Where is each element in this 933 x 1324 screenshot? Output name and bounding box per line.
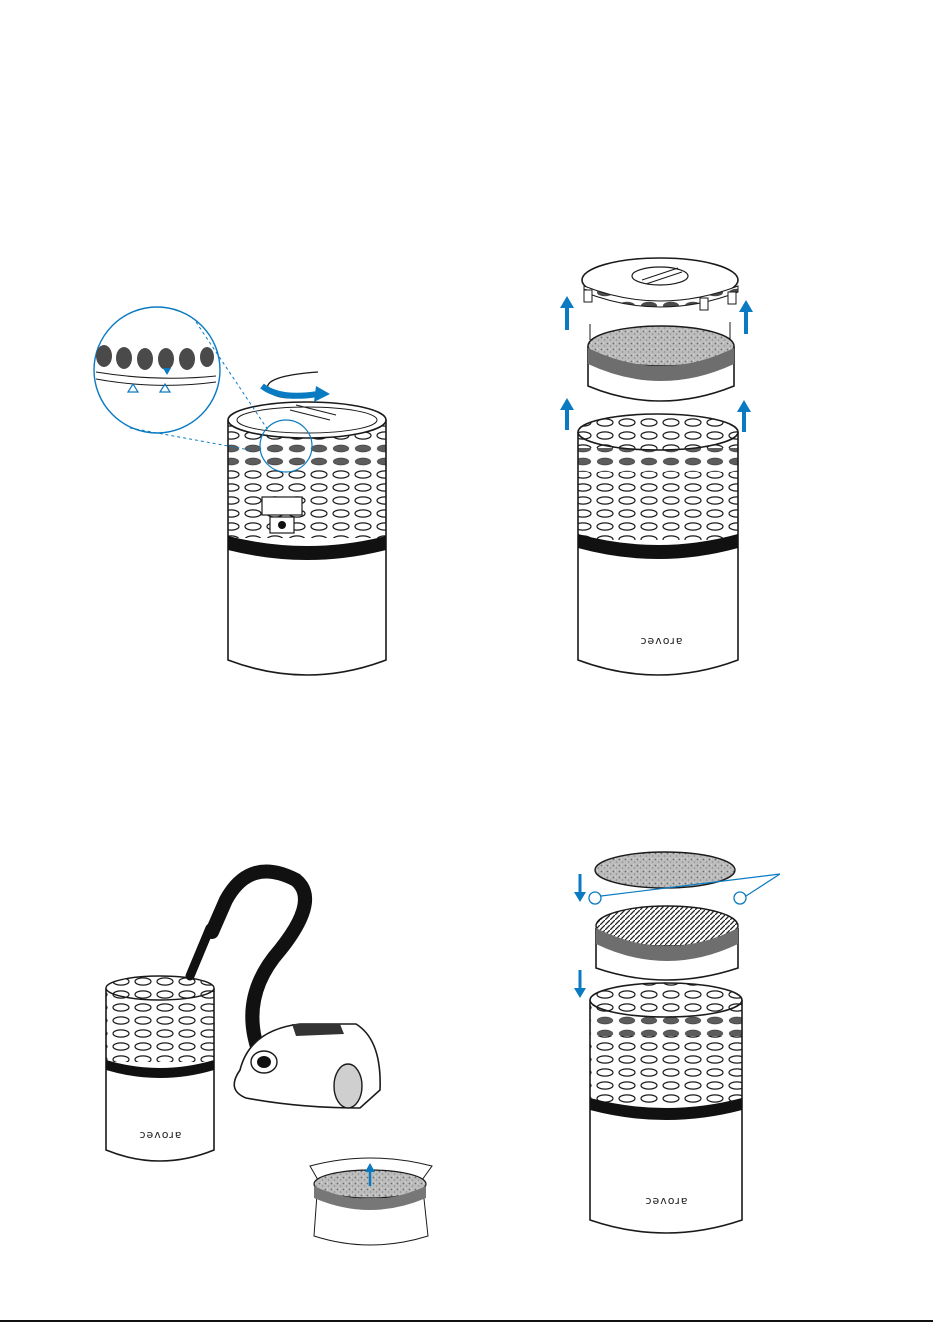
up-arrow-icon	[560, 398, 574, 430]
purifier-unit-small: arovec	[106, 976, 214, 1161]
purifier-unit	[228, 402, 386, 675]
brand-logo: arovec	[644, 1195, 687, 1208]
brand-logo: arovec	[639, 635, 682, 648]
purifier-body: arovec	[590, 983, 742, 1233]
top-cover	[582, 258, 738, 310]
step-2-lift-out: arovec	[560, 258, 753, 675]
step-4-reassemble: arovec	[574, 852, 780, 1233]
up-arrow-icon	[560, 296, 574, 330]
filter-cartridge	[588, 322, 734, 401]
down-arrow-icon	[574, 874, 586, 902]
purifier-body: arovec	[578, 414, 738, 675]
vacuum-cleaner-icon	[190, 872, 380, 1108]
down-arrow-icon	[574, 970, 586, 998]
page-bottom-rule	[0, 1320, 933, 1322]
filter-cartridge	[596, 906, 738, 980]
rotate-arrow-icon	[262, 372, 330, 402]
up-arrow-icon	[737, 400, 751, 432]
up-arrow-icon	[739, 300, 753, 334]
step-1-twist-cover	[94, 307, 386, 675]
step-3-vacuum-clean: arovec	[106, 872, 432, 1245]
brand-logo: arovec	[138, 1129, 181, 1142]
